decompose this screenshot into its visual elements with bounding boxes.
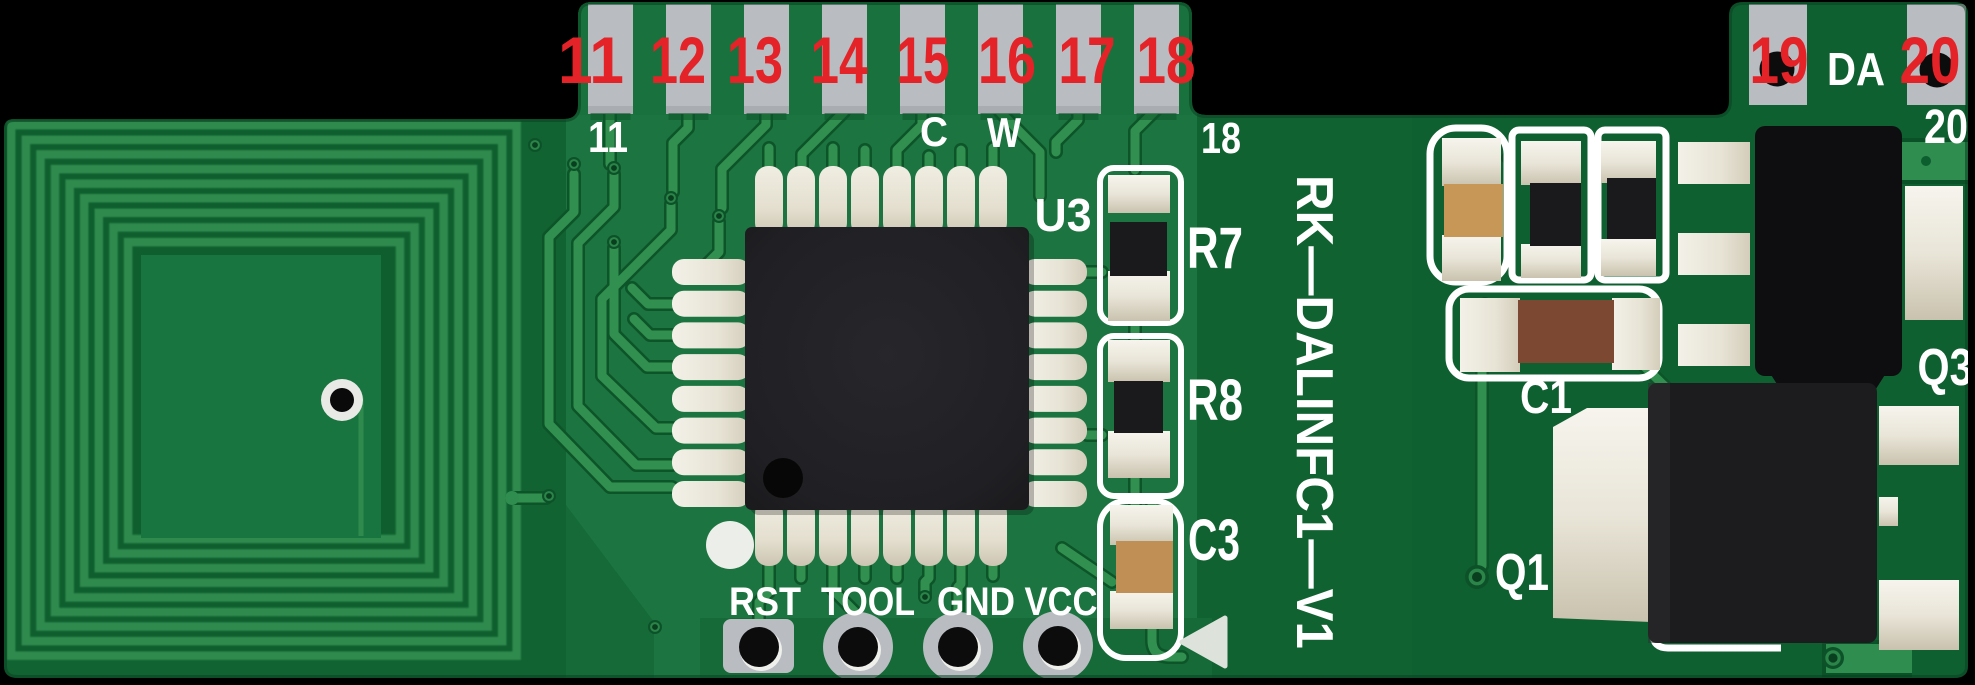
svg-text:11: 11 (558, 23, 624, 97)
svg-text:R7: R7 (1187, 216, 1243, 281)
svg-text:C1: C1 (1520, 371, 1572, 424)
svg-text:18: 18 (1201, 114, 1241, 163)
svg-text:TOOL: TOOL (821, 580, 915, 624)
svg-text:Q1: Q1 (1495, 544, 1549, 602)
svg-text:Q3: Q3 (1918, 339, 1973, 397)
svg-text:15: 15 (897, 23, 950, 97)
svg-text:11: 11 (588, 113, 628, 162)
svg-text:RK—DALINFC1—V1: RK—DALINFC1—V1 (1285, 175, 1343, 649)
svg-text:16: 16 (978, 23, 1036, 97)
svg-text:C: C (920, 108, 948, 155)
svg-text:20: 20 (1900, 23, 1961, 97)
svg-text:W: W (987, 109, 1021, 156)
svg-text:13: 13 (727, 23, 783, 97)
svg-text:U3: U3 (1035, 189, 1092, 241)
svg-text:19: 19 (1750, 23, 1809, 97)
svg-text:14: 14 (811, 23, 868, 97)
svg-text:DA: DA (1827, 43, 1885, 95)
svg-text:18: 18 (1137, 23, 1196, 97)
svg-text:C3: C3 (1188, 508, 1240, 573)
svg-text:17: 17 (1059, 23, 1116, 97)
svg-text:VCC: VCC (1025, 580, 1098, 624)
svg-text:R8: R8 (1187, 368, 1243, 433)
svg-text:20: 20 (1924, 101, 1968, 154)
svg-text:12: 12 (650, 23, 706, 97)
svg-text:GND: GND (937, 580, 1015, 624)
svg-text:RST: RST (729, 580, 801, 624)
